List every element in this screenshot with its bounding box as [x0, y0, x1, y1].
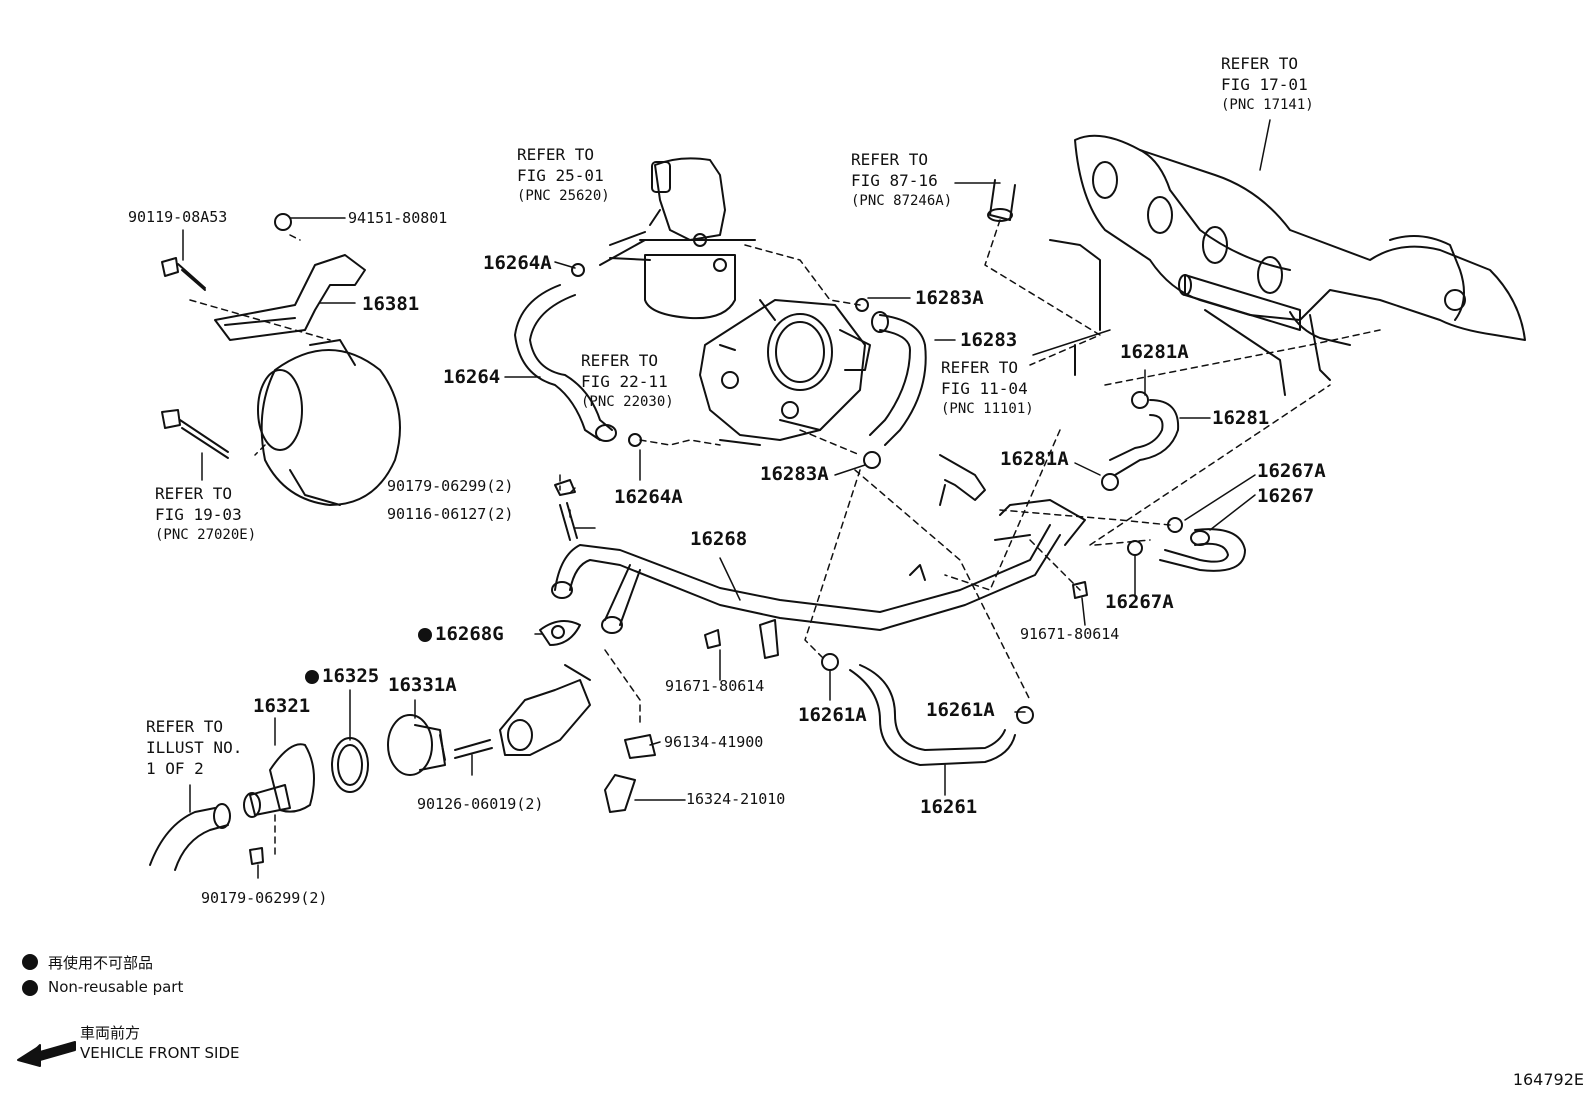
refer-illust-number: ILLUST NO.: [146, 737, 243, 757]
legend-non-reusable-jp: 再使用不可部品: [48, 954, 154, 972]
gasket-ring-drawing: [331, 737, 369, 793]
label-16283: 16283: [960, 329, 1018, 351]
refer-text: REFER TO: [155, 484, 233, 503]
label-90126: 90126-06019(2): [417, 795, 544, 813]
refer-fig-number: FIG 11-04: [941, 378, 1028, 398]
label-16264a-top: 16264A: [483, 252, 552, 274]
water-outlet-drawing: [499, 664, 591, 756]
refer-fig-number: FIG 87-16: [851, 170, 938, 190]
alternator-drawing: [257, 339, 401, 506]
bracket-16381-drawing: [214, 254, 366, 341]
radiator-hose-drawing: [149, 803, 231, 871]
throttle-body-drawing: [699, 299, 871, 446]
label-16325-text: 16325: [322, 665, 380, 687]
label-16267: 16267: [1257, 485, 1315, 507]
non-reusable-mark: [305, 669, 319, 684]
thermostat-drawing: [387, 714, 446, 776]
refer-text: REFER TO: [581, 351, 659, 370]
refer-illust-page: 1 OF 2: [146, 758, 204, 778]
refer-fig-number: FIG 25-01: [517, 165, 604, 185]
label-16268g: 16268G: [418, 625, 504, 644]
refer-pnc: (PNC 17141): [1221, 96, 1314, 113]
label-16261a-right: 16261A: [926, 699, 995, 721]
front-direction-jp: 車両前方: [80, 1024, 141, 1042]
label-90179-bottom: 90179-06299(2): [201, 889, 328, 907]
bolts-drawing: [161, 213, 1088, 865]
refer-pnc: (PNC 11101): [941, 400, 1034, 417]
label-16268g-text: 16268G: [435, 623, 504, 645]
label-leaders: [182, 119, 1271, 879]
label-16264: 16264: [443, 366, 501, 388]
refer-pnc: (PNC 87246A): [851, 192, 953, 209]
isc-valve-drawing: [599, 157, 756, 320]
label-16321: 16321: [253, 695, 311, 717]
reference-leaders: [189, 219, 1381, 856]
label-16281a-mid: 16281A: [1000, 448, 1069, 470]
legend-marks: [17, 954, 76, 1067]
label-16267a-top: 16267A: [1257, 460, 1326, 482]
refer-fig-87-16[interactable]: REFER TO FIG 87-16 (PNC 87246A): [851, 150, 952, 210]
refer-fig-number: FIG 17-01: [1221, 74, 1308, 94]
label-16264a-bottom: 16264A: [614, 486, 683, 508]
refer-text: REFER TO: [941, 358, 1019, 377]
hose-16264-drawing: [514, 263, 642, 447]
refer-text: REFER TO: [851, 150, 929, 169]
refer-pnc: (PNC 22030): [581, 393, 674, 410]
label-94151: 94151-80801: [348, 209, 448, 227]
hose-16281-drawing: [1101, 391, 1180, 491]
exhaust-manifold-drawing: [1074, 134, 1526, 396]
label-16325: 16325: [305, 667, 379, 686]
refer-fig-22-11[interactable]: REFER TO FIG 22-11 (PNC 22030): [581, 351, 674, 411]
label-90179-top: 90179-06299(2): [387, 477, 514, 495]
label-96134: 96134-41900: [664, 733, 764, 751]
pipe-fitting-drawing: [909, 179, 1101, 581]
hose-16267-drawing: [1127, 517, 1246, 572]
water-inlet-drawing: [243, 743, 315, 818]
front-direction-en: VEHICLE FRONT SIDE: [80, 1044, 240, 1062]
stud-90126-drawing: [454, 739, 493, 759]
refer-pnc: (PNC 25620): [517, 187, 610, 204]
figure-id: 164792E: [1512, 1070, 1584, 1089]
refer-fig-number: FIG 22-11: [581, 371, 668, 391]
label-16283a-top: 16283A: [915, 287, 984, 309]
refer-pnc: (PNC 27020E): [155, 526, 257, 543]
refer-illust[interactable]: REFER TO ILLUST NO. 1 OF 2: [146, 717, 242, 779]
refer-fig-number: FIG 19-03: [155, 504, 242, 524]
refer-fig-11-04[interactable]: REFER TO FIG 11-04 (PNC 11101): [941, 358, 1034, 418]
non-reusable-mark: [418, 627, 432, 642]
pipe-16268-drawing: [551, 499, 1086, 659]
legend-non-reusable-en: Non-reusable part: [48, 978, 184, 996]
label-16268: 16268: [690, 528, 748, 550]
label-16281a-top: 16281A: [1120, 341, 1189, 363]
hose-16283-drawing: [855, 298, 927, 469]
label-90119: 90119-08A53: [128, 208, 228, 226]
label-90116: 90116-06127(2): [387, 505, 514, 523]
label-16281: 16281: [1212, 407, 1270, 429]
label-91671-mid: 91671-80614: [665, 677, 765, 695]
label-16261a-left: 16261A: [798, 704, 867, 726]
gasket-16268g-drawing: [539, 620, 581, 646]
hose-16324-drawing: [604, 734, 656, 813]
label-16381: 16381: [362, 293, 420, 315]
label-16267a-bottom: 16267A: [1105, 591, 1174, 613]
refer-fig-17-01[interactable]: REFER TO FIG 17-01 (PNC 17141): [1221, 54, 1314, 114]
refer-fig-19-03[interactable]: REFER TO FIG 19-03 (PNC 27020E): [155, 484, 256, 544]
refer-text: REFER TO: [146, 717, 224, 736]
label-16261: 16261: [920, 796, 978, 818]
refer-fig-25-01[interactable]: REFER TO FIG 25-01 (PNC 25620): [517, 145, 610, 205]
refer-text: REFER TO: [1221, 54, 1299, 73]
label-91671-right: 91671-80614: [1020, 625, 1120, 643]
label-16283a-bottom: 16283A: [760, 463, 829, 485]
refer-text: REFER TO: [517, 145, 595, 164]
label-16324: 16324-21010: [686, 790, 786, 808]
label-16331a: 16331A: [388, 674, 457, 696]
